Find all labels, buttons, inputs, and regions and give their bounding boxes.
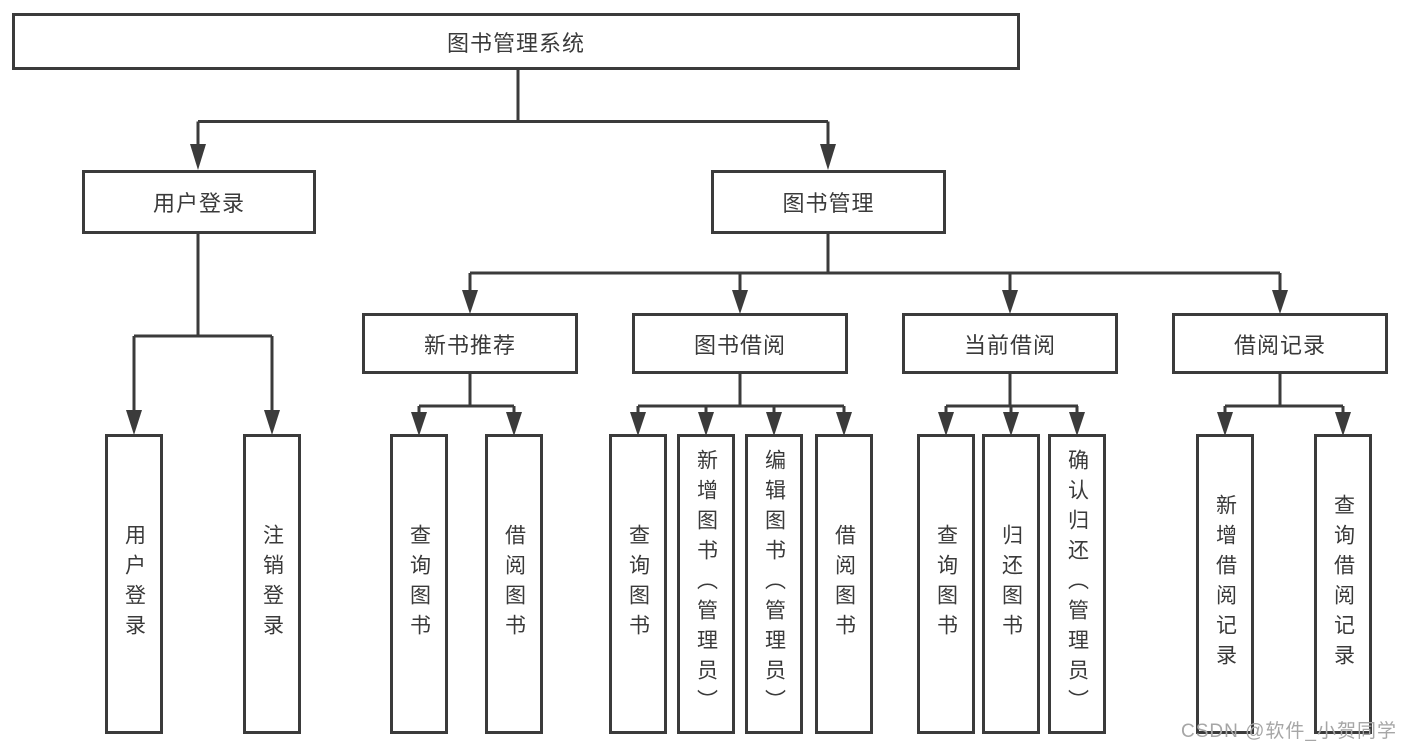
node-label: 归还图书 [999, 524, 1023, 644]
leaf-confirm-return-admin: 确认归还（管理员） [1048, 434, 1106, 734]
arrowheads [126, 144, 1351, 436]
leaf-query-books-current: 查询图书 [917, 434, 975, 734]
connector-borrow-records [1223, 374, 1345, 414]
node-label: 图书管理系统 [446, 30, 585, 56]
node-label: 借阅图书 [832, 524, 856, 644]
node-label: 查询图书 [626, 524, 650, 644]
connector-book-borrow [636, 374, 846, 414]
node-label: 图书管理 [782, 191, 875, 216]
leaf-add-borrow-record: 新增借阅记录 [1196, 434, 1254, 734]
leaf-user-login: 用户登录 [105, 434, 163, 734]
node-new-book-recommend: 新书推荐 [362, 313, 578, 374]
node-book-borrow: 图书借阅 [632, 313, 848, 374]
node-label: 查询图书 [934, 524, 958, 644]
node-current-borrow: 当前借阅 [902, 313, 1118, 374]
node-label: 用户登录 [122, 524, 146, 644]
node-label: 新书推荐 [423, 332, 516, 358]
connector-current-borrow [944, 374, 1079, 414]
node-label: 用户登录 [152, 191, 245, 216]
node-label: 编辑图书（管理员） [762, 449, 786, 719]
connector-book-management [468, 234, 1282, 292]
node-label: 新增借阅记录 [1213, 494, 1237, 674]
node-label: 当前借阅 [963, 332, 1056, 358]
watermark: CSDN @软件_小贺同学 [1181, 721, 1397, 742]
leaf-borrow-books: 借阅图书 [815, 434, 873, 734]
node-borrow-records: 借阅记录 [1172, 313, 1388, 374]
leaf-logout: 注销登录 [243, 434, 301, 734]
node-label: 注销登录 [260, 524, 284, 644]
connector-new-book [417, 374, 516, 414]
leaf-borrow-books-recommend: 借阅图书 [485, 434, 543, 734]
leaf-add-book-admin: 新增图书（管理员） [677, 434, 735, 734]
leaf-return-book: 归还图书 [982, 434, 1040, 734]
node-book-management: 图书管理 [711, 170, 946, 234]
connector-user-login [132, 234, 274, 412]
node-label: 图书借阅 [693, 332, 786, 358]
node-label: 查询图书 [407, 524, 431, 644]
node-label: 借阅记录 [1233, 332, 1326, 358]
node-label: 查询借阅记录 [1331, 494, 1355, 674]
node-user-login: 用户登录 [82, 170, 316, 234]
node-root: 图书管理系统 [12, 13, 1020, 70]
node-label: 借阅图书 [502, 524, 526, 644]
node-label: 确认归还（管理员） [1065, 449, 1089, 719]
leaf-query-books-borrow: 查询图书 [609, 434, 667, 734]
leaf-query-books-recommend: 查询图书 [390, 434, 448, 734]
leaf-edit-book-admin: 编辑图书（管理员） [745, 434, 803, 734]
leaf-query-borrow-record: 查询借阅记录 [1314, 434, 1372, 734]
node-label: 新增图书（管理员） [694, 449, 718, 719]
connector-root [196, 70, 830, 146]
